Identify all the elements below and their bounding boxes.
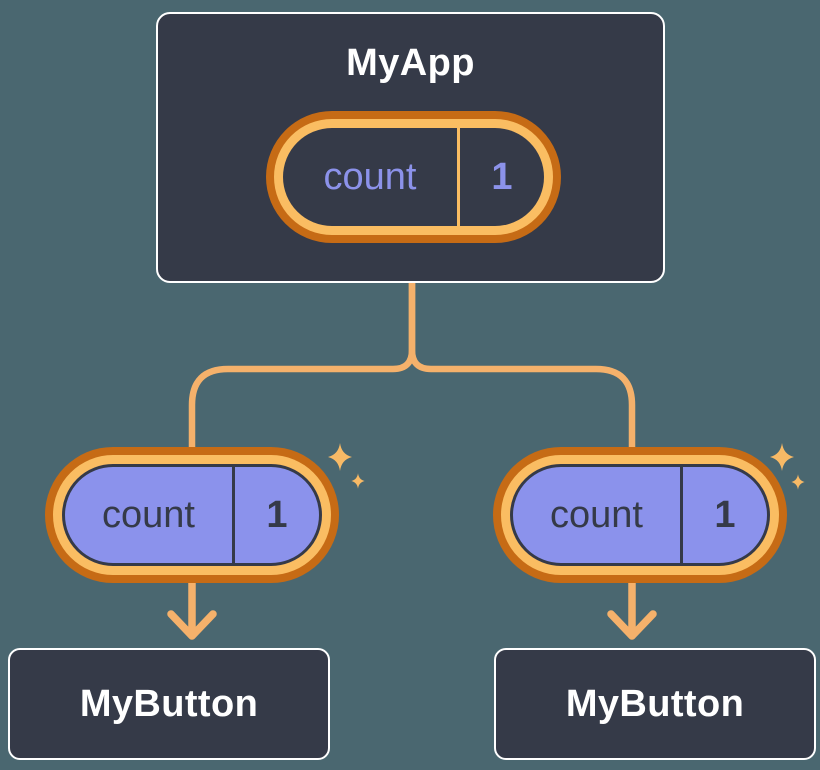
arrow-down-icon xyxy=(607,556,657,640)
component-title: MyApp xyxy=(346,42,475,84)
prop-pill: count 1 xyxy=(62,464,322,566)
sparkle-icon xyxy=(791,474,805,490)
state-name-label: count xyxy=(283,128,460,226)
prop-pill: count 1 xyxy=(510,464,770,566)
sparkle-icon xyxy=(770,443,794,471)
prop-value: 1 xyxy=(714,493,736,536)
connector-fork-right xyxy=(408,283,636,470)
component-card-mybutton: MyButton xyxy=(8,648,330,760)
prop-value: 1 xyxy=(266,493,288,536)
connector-fork-left xyxy=(188,283,416,470)
sparkle-icon xyxy=(351,473,365,489)
sparkle-icon xyxy=(328,443,352,471)
component-card-myapp: MyApp count 1 xyxy=(156,12,665,283)
arrow-down-icon xyxy=(167,556,217,640)
prop-name-label: count xyxy=(513,467,683,563)
prop-name-label: count xyxy=(65,467,235,563)
state-value: 1 xyxy=(491,155,513,198)
component-card-mybutton: MyButton xyxy=(494,648,816,760)
state-pill: count 1 xyxy=(283,128,544,226)
